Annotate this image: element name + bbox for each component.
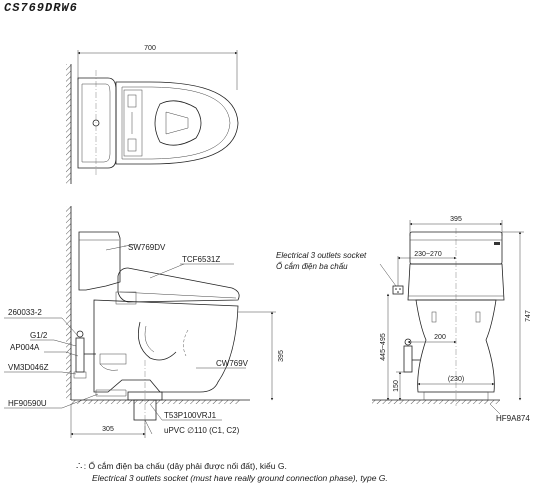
front-seat	[407, 263, 505, 301]
front-supply-valve	[403, 345, 413, 373]
label-vm3d046z: VM3D046Z	[8, 363, 49, 372]
inner-trap-outline	[99, 353, 127, 365]
dim-747: 747	[525, 310, 532, 322]
label-hf90590u: HF90590U	[8, 399, 47, 408]
label-g12: G1/2	[30, 331, 48, 340]
label-hf9a874: HF9A874	[496, 414, 530, 423]
supply-valve	[75, 337, 85, 373]
side-bowl	[93, 299, 239, 393]
washlet-hinge	[115, 291, 137, 305]
dim-230-paren: (230)	[448, 376, 464, 383]
dim-305: 305	[102, 426, 114, 433]
bowl-opening	[154, 100, 202, 146]
label-ap004a: AP004A	[10, 343, 40, 352]
dim-395-side: 395	[278, 350, 285, 362]
mounting-bracket	[95, 389, 127, 397]
label-electrical-socket-vi: Ổ cắm điện ba chấu	[276, 262, 348, 271]
label-upvc: uPVC ∅110 (C1, C2)	[164, 426, 240, 435]
front-bowl	[415, 299, 497, 393]
dim-200: 200	[434, 334, 446, 341]
note-text-vi: : Ổ cắm điện ba chấu (dây phải được nối …	[83, 461, 287, 471]
washlet-control-body	[123, 89, 143, 157]
label-t53p100vrj1: T53P100VRJ1	[164, 411, 217, 420]
dim-700: 700	[144, 45, 156, 52]
label-sw769dv: SW769DV	[128, 243, 166, 252]
tank-top	[77, 77, 117, 169]
note-text-en: Electrical 3 outlets socket (must have r…	[92, 473, 388, 483]
label-tcf6531z: TCF6531Z	[182, 255, 220, 264]
side-tank	[78, 231, 121, 291]
label-electrical-socket-en: Electrical 3 outlets socket	[276, 251, 367, 260]
bowl-top-outline	[115, 81, 239, 165]
dim-230-270: 230~270	[414, 251, 442, 258]
dim-445-495: 445~495	[380, 333, 387, 361]
note-line-vi: ∴ : Ổ cắm điện ba chấu (dây phải được nố…	[76, 461, 287, 472]
side-wall-hatch	[66, 206, 71, 400]
label-cw769v: CW769V	[216, 359, 249, 368]
top-view: 700	[66, 45, 239, 184]
front-floor-hatch	[372, 400, 500, 404]
dim-150: 150	[393, 380, 400, 392]
dim-395-front: 395	[450, 216, 462, 223]
model-title: CS769DRW6	[4, 1, 78, 15]
label-260033-2: 260033-2	[8, 308, 42, 317]
trapway	[137, 321, 177, 361]
wall-hatch	[66, 64, 71, 184]
side-view: 395 305 SW769DV TCF6531Z 260033-2 G1/2 A…	[4, 206, 285, 438]
socket-symbol-icon: ∴	[76, 461, 82, 472]
front-view: 395 230~270 200 445~495	[276, 216, 532, 423]
side-washlet-seat	[117, 267, 240, 303]
